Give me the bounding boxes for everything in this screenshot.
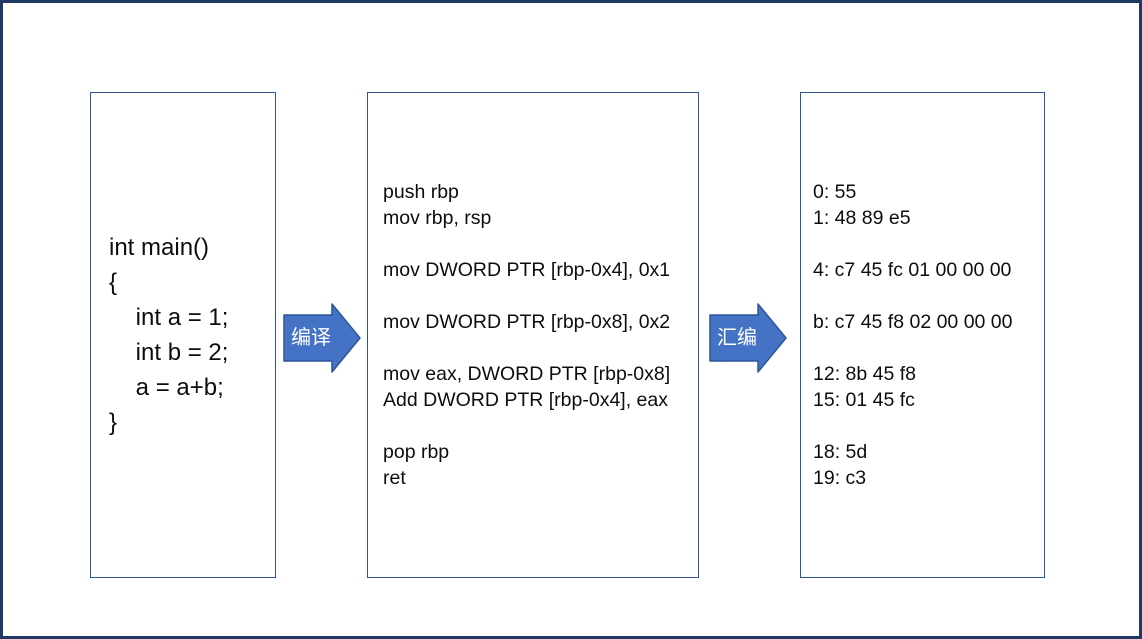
code-line (813, 283, 1044, 309)
compile-arrow: 编译 (283, 303, 361, 373)
code-line: 12: 8b 45 f8 (813, 363, 917, 385)
code-line: int main() (109, 234, 210, 261)
code-line: 1: 48 89 e5 (813, 207, 911, 229)
code-line (813, 335, 1044, 361)
code-line (383, 335, 698, 361)
code-line (383, 283, 698, 309)
assemble-arrow: 汇编 (709, 303, 787, 373)
code-line: b: c7 45 f8 02 00 00 00 (813, 311, 1013, 333)
code-line: } (109, 409, 118, 436)
assemble-arrow-label: 汇编 (717, 327, 757, 349)
code-line: pop rbp (383, 441, 450, 463)
right-arrow-icon (709, 303, 787, 373)
code-line: mov DWORD PTR [rbp-0x8], 0x2 (383, 311, 671, 333)
compile-arrow-label: 编译 (291, 327, 331, 349)
machine-code-text: 0: 55 1: 48 89 e5 4: c7 45 fc 01 00 00 0… (801, 93, 1044, 577)
code-line: { (109, 269, 118, 296)
code-line: 15: 01 45 fc (813, 389, 915, 411)
code-line: mov eax, DWORD PTR [rbp-0x8] (383, 363, 671, 385)
code-line: 19: c3 (813, 467, 867, 489)
code-line: ret (383, 467, 406, 489)
code-line: 18: 5d (813, 441, 868, 463)
code-line (383, 231, 698, 257)
code-line: push rbp (383, 181, 459, 203)
source-code-box: int main() { int a = 1; int b = 2; a = a… (90, 92, 276, 578)
code-line (813, 413, 1044, 439)
code-line: 4: c7 45 fc 01 00 00 00 (813, 259, 1012, 281)
code-line (813, 231, 1044, 257)
code-line: Add DWORD PTR [rbp-0x4], eax (383, 389, 668, 411)
code-line: a = a+b; (109, 374, 224, 401)
assembly-code-box: push rbp mov rbp, rsp mov DWORD PTR [rbp… (367, 92, 699, 578)
right-arrow-icon (283, 303, 361, 373)
code-line (383, 413, 698, 439)
assembly-code-text: push rbp mov rbp, rsp mov DWORD PTR [rbp… (368, 93, 698, 577)
source-code-text: int main() { int a = 1; int b = 2; a = a… (91, 93, 275, 577)
code-line: int a = 1; (109, 304, 229, 331)
code-line: int b = 2; (109, 339, 229, 366)
code-line: mov rbp, rsp (383, 207, 492, 229)
machine-code-box: 0: 55 1: 48 89 e5 4: c7 45 fc 01 00 00 0… (800, 92, 1045, 578)
code-line: 0: 55 (813, 181, 857, 203)
code-line: mov DWORD PTR [rbp-0x4], 0x1 (383, 259, 671, 281)
